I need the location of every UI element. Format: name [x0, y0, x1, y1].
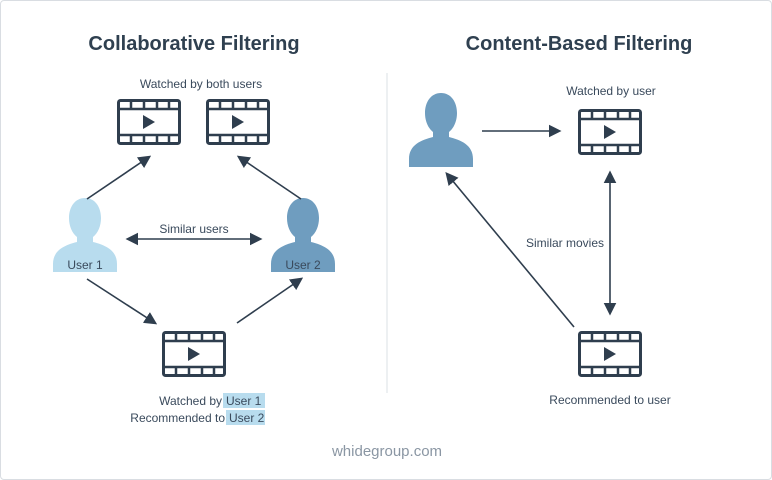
- highlight-user2: [226, 410, 265, 425]
- highlight-user1: [223, 393, 265, 408]
- arrow-user1-to-shared: [86, 155, 152, 200]
- similar-users-label: Similar users: [159, 222, 228, 236]
- similar-movies-label: Similar movies: [526, 236, 604, 250]
- recommended-to-prefix: Recommended to: [130, 411, 225, 425]
- arrow-recommended-to-user2: [236, 277, 304, 324]
- footer-watermark: whidegroup.com: [331, 443, 442, 460]
- user2-label: User 2: [285, 258, 321, 272]
- video-icon-shared-2: [206, 99, 270, 145]
- content-based-title: Content-Based Filtering: [466, 33, 693, 55]
- watched-by-prefix: Watched by: [159, 394, 222, 408]
- arrow-recommended-to-user: [445, 172, 575, 328]
- video-icon-watched: [578, 109, 642, 155]
- user-icon-content-based: [409, 93, 473, 167]
- collaborative-title: Collaborative Filtering: [88, 33, 299, 55]
- video-icon-recommended-content: [578, 331, 642, 377]
- arrow-user2-to-shared: [236, 155, 302, 200]
- watched-by-user-label: Watched by user: [566, 84, 656, 98]
- recommended-to-user-label: Recommended to user: [549, 393, 670, 407]
- arrow-user1-to-recommended: [86, 278, 158, 325]
- similar-movies-label-bg: [521, 233, 607, 251]
- user1-label: User 1: [67, 258, 103, 272]
- video-icon-recommended-collab: [162, 331, 226, 377]
- recommended-to-user: User 2: [229, 411, 265, 425]
- watched-both-label: Watched by both users: [140, 77, 262, 91]
- watched-by-user: User 1: [226, 394, 262, 408]
- video-icon-shared-1: [117, 99, 181, 145]
